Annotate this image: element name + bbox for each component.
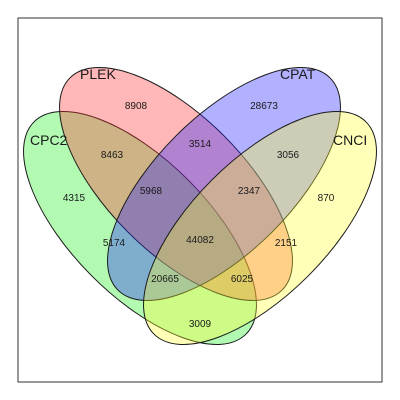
set-ellipses <box>23 67 377 345</box>
count-plek-cpat: 3514 <box>189 139 212 150</box>
count-cnci-only: 870 <box>318 193 335 204</box>
ellipse-plek <box>59 67 293 301</box>
plot-frame <box>17 17 383 383</box>
count-plek-cpc2: 8463 <box>101 150 124 161</box>
ellipse-cnci <box>143 111 377 345</box>
count-plek-cpc2-cnci: 5174 <box>103 238 126 249</box>
region-counts: 8908 28673 4315 870 3514 8463 3056 5968 … <box>63 101 335 330</box>
set-label-plek: PLEK <box>80 66 116 82</box>
count-cpat-cpc2: 6025 <box>231 274 254 285</box>
set-label-cnci: CNCI <box>333 132 367 148</box>
count-plek-cpat-cnci: 2347 <box>238 186 261 197</box>
ellipse-cpat <box>107 67 341 301</box>
set-label-cpc2: CPC2 <box>30 132 68 148</box>
count-all-four: 44082 <box>186 235 214 246</box>
set-label-cpat: CPAT <box>280 66 316 82</box>
count-plek-cpat-cpc2: 5968 <box>140 186 163 197</box>
count-plek-only: 8908 <box>125 101 148 112</box>
set-labels: PLEK CPAT CPC2 CNCI <box>30 66 367 148</box>
count-cpc2-cnci: 3009 <box>189 319 212 330</box>
count-cpc2-only: 4315 <box>63 193 86 204</box>
count-plek-cnci: 20665 <box>151 274 179 285</box>
count-cpat-cnci: 3056 <box>277 150 300 161</box>
count-cpat-only: 28673 <box>250 101 278 112</box>
count-cpat-cpc2-cnci: 2151 <box>275 238 298 249</box>
